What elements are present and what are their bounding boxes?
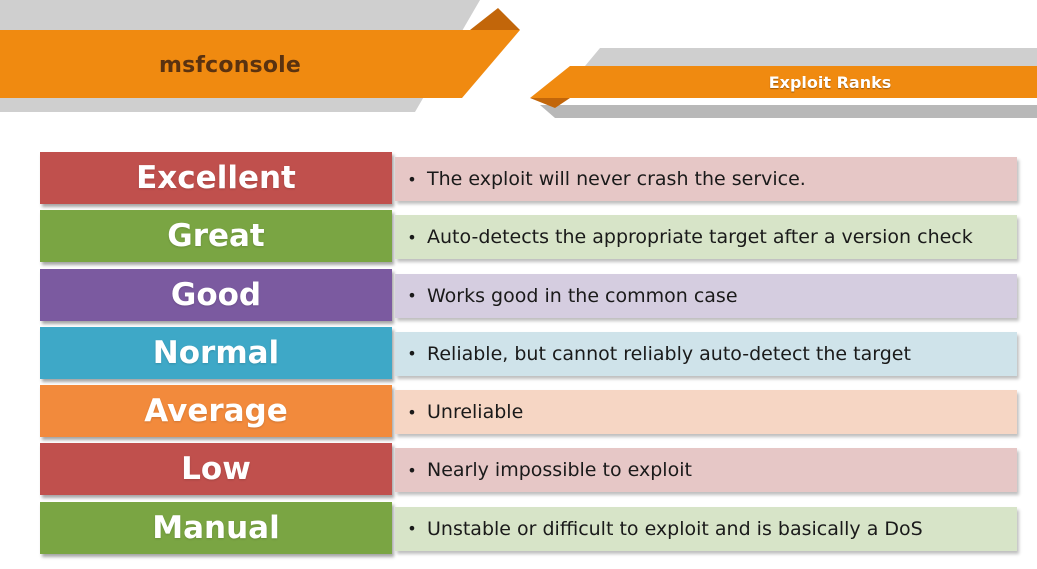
rank-row: Excellent • The exploit will never crash t… [40, 152, 1018, 204]
rank-row: Good • Works good in the common case [40, 268, 1018, 321]
rank-description: • The exploit will never crash the servic… [395, 157, 1017, 201]
rank-description-text: Nearly impossible to exploit [427, 459, 692, 482]
rank-row: Normal • Reliable, but cannot reliably aut… [40, 326, 1018, 379]
rank-label: Good [40, 268, 392, 321]
rank-description: • Auto-detects the appropriate target aft… [395, 215, 1017, 260]
bullet-icon: • [407, 519, 417, 539]
bullet-icon: • [407, 227, 417, 247]
rank-label: Manual [40, 501, 392, 554]
rank-description: • Nearly impossible to exploit [395, 448, 1017, 493]
section-subtitle: Exploit Ranks [768, 72, 892, 92]
rank-description: • Reliable, but cannot reliably auto-dete… [395, 331, 1017, 376]
rank-description-text: The exploit will never crash the service… [427, 168, 806, 190]
rank-description-text: Reliable, but cannot reliably auto-detec… [427, 342, 911, 365]
bullet-icon: • [407, 286, 417, 306]
rank-description-text: Unstable or difficult to exploit and is … [427, 517, 923, 540]
page-title: msfconsole [158, 52, 302, 78]
bullet-icon: • [407, 169, 417, 189]
rank-label: Normal [40, 326, 392, 379]
rank-label: Average [40, 385, 392, 438]
rank-description: • Works good in the common case [395, 273, 1017, 318]
rank-description-text: Unreliable [427, 401, 524, 424]
bullet-icon: • [407, 402, 417, 422]
rank-description: • Unreliable [395, 390, 1017, 435]
rank-row: Manual • Unstable or difficult to exploit … [40, 501, 1018, 554]
rank-row: Great • Auto-detects the appropriate targe… [40, 210, 1018, 263]
rank-row: Low • Nearly impossible to exploit [40, 443, 1018, 496]
header-banner [0, 0, 1037, 118]
rank-label: Great [40, 210, 392, 263]
rank-label: Excellent [40, 152, 392, 204]
rank-row: Average • Unreliable [40, 385, 1018, 438]
rank-description-text: Auto-detects the appropriate target afte… [427, 226, 973, 249]
exploit-ranks-table: Excellent • The exploit will never crash t… [40, 152, 1018, 560]
rank-description: • Unstable or difficult to exploit and is… [395, 506, 1017, 551]
rank-label: Low [40, 443, 392, 496]
rank-description-text: Works good in the common case [427, 284, 738, 307]
bullet-icon: • [407, 344, 417, 364]
bullet-icon: • [407, 460, 417, 480]
